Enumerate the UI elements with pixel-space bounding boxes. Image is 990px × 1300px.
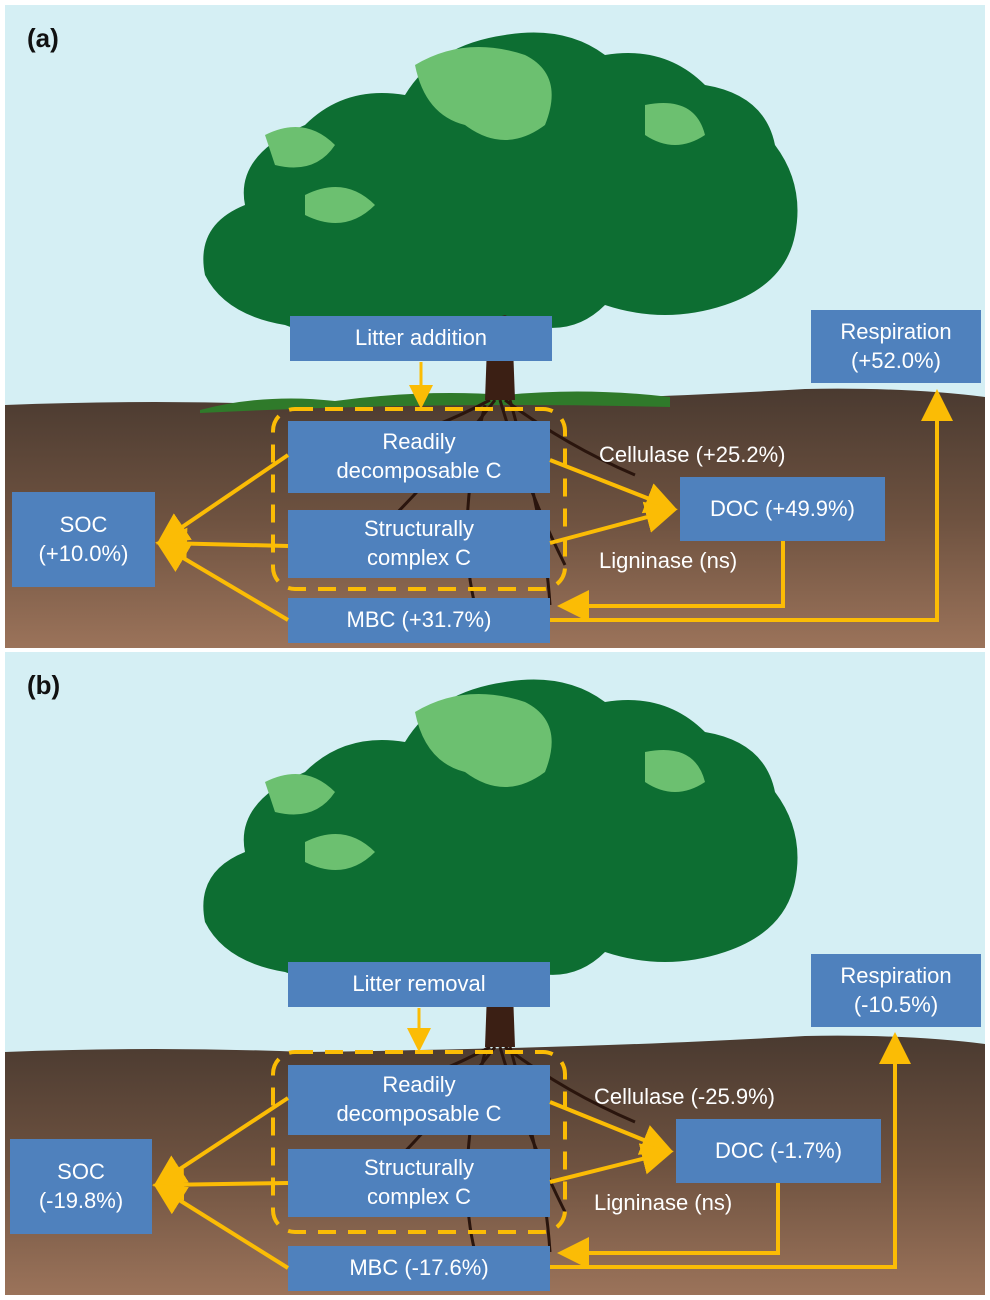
respiration-box: Respiration (+52.0%) xyxy=(811,310,981,383)
ligninase-label: Ligninase (ns) xyxy=(594,1190,733,1215)
doc-box: DOC (+49.9%) xyxy=(680,477,885,541)
soc-box: SOC (-19.8%) xyxy=(10,1139,152,1234)
soc-change: (+10.0%) xyxy=(38,540,129,566)
readily-decomposable-c-box: Readily decomposable C xyxy=(288,1065,550,1135)
panel-label: (b) xyxy=(27,670,61,700)
crown-light xyxy=(265,47,705,223)
structurally-complex-c-box: Structurally complex C xyxy=(288,1149,550,1217)
mbc-box: MBC (+31.7%) xyxy=(288,598,550,643)
ligninase-label: Ligninase (ns) xyxy=(599,548,738,573)
soc-name: SOC xyxy=(57,1158,105,1184)
respiration-change: (-10.5%) xyxy=(853,991,939,1017)
respiration-box: Respiration (-10.5%) xyxy=(811,954,981,1027)
soc-change: (-19.8%) xyxy=(38,1187,124,1213)
readily-decomposable-c-box: Readily decomposable C xyxy=(288,421,550,493)
mbc-box: MBC (-17.6%) xyxy=(288,1246,550,1291)
soc-name: SOC xyxy=(59,511,108,537)
cellulase-label: Cellulase (+25.2%) xyxy=(599,442,786,467)
cellulase-label: Cellulase (-25.9%) xyxy=(594,1084,775,1109)
structurally-complex-c-box: Structurally complex C xyxy=(288,510,550,578)
tree xyxy=(203,32,798,400)
doc-box: DOC (-1.7%) xyxy=(676,1119,881,1183)
respiration-name: Respiration xyxy=(840,318,952,344)
soc-box: SOC (+10.0%) xyxy=(12,492,155,587)
respiration-change: (+52.0%) xyxy=(851,347,941,373)
panel-b-litter-removal: (b) Litter removal Respiration (-10.5%) … xyxy=(5,652,985,1295)
crown-light xyxy=(265,694,705,870)
panel-label: (a) xyxy=(27,23,59,53)
panel-a-litter-addition: (a) Litter addition Respiration (+52.0%)… xyxy=(5,5,985,648)
litter-removal-box: Litter removal xyxy=(288,962,550,1007)
litter-addition-box: Litter addition xyxy=(290,316,552,361)
respiration-name: Respiration xyxy=(840,962,952,988)
